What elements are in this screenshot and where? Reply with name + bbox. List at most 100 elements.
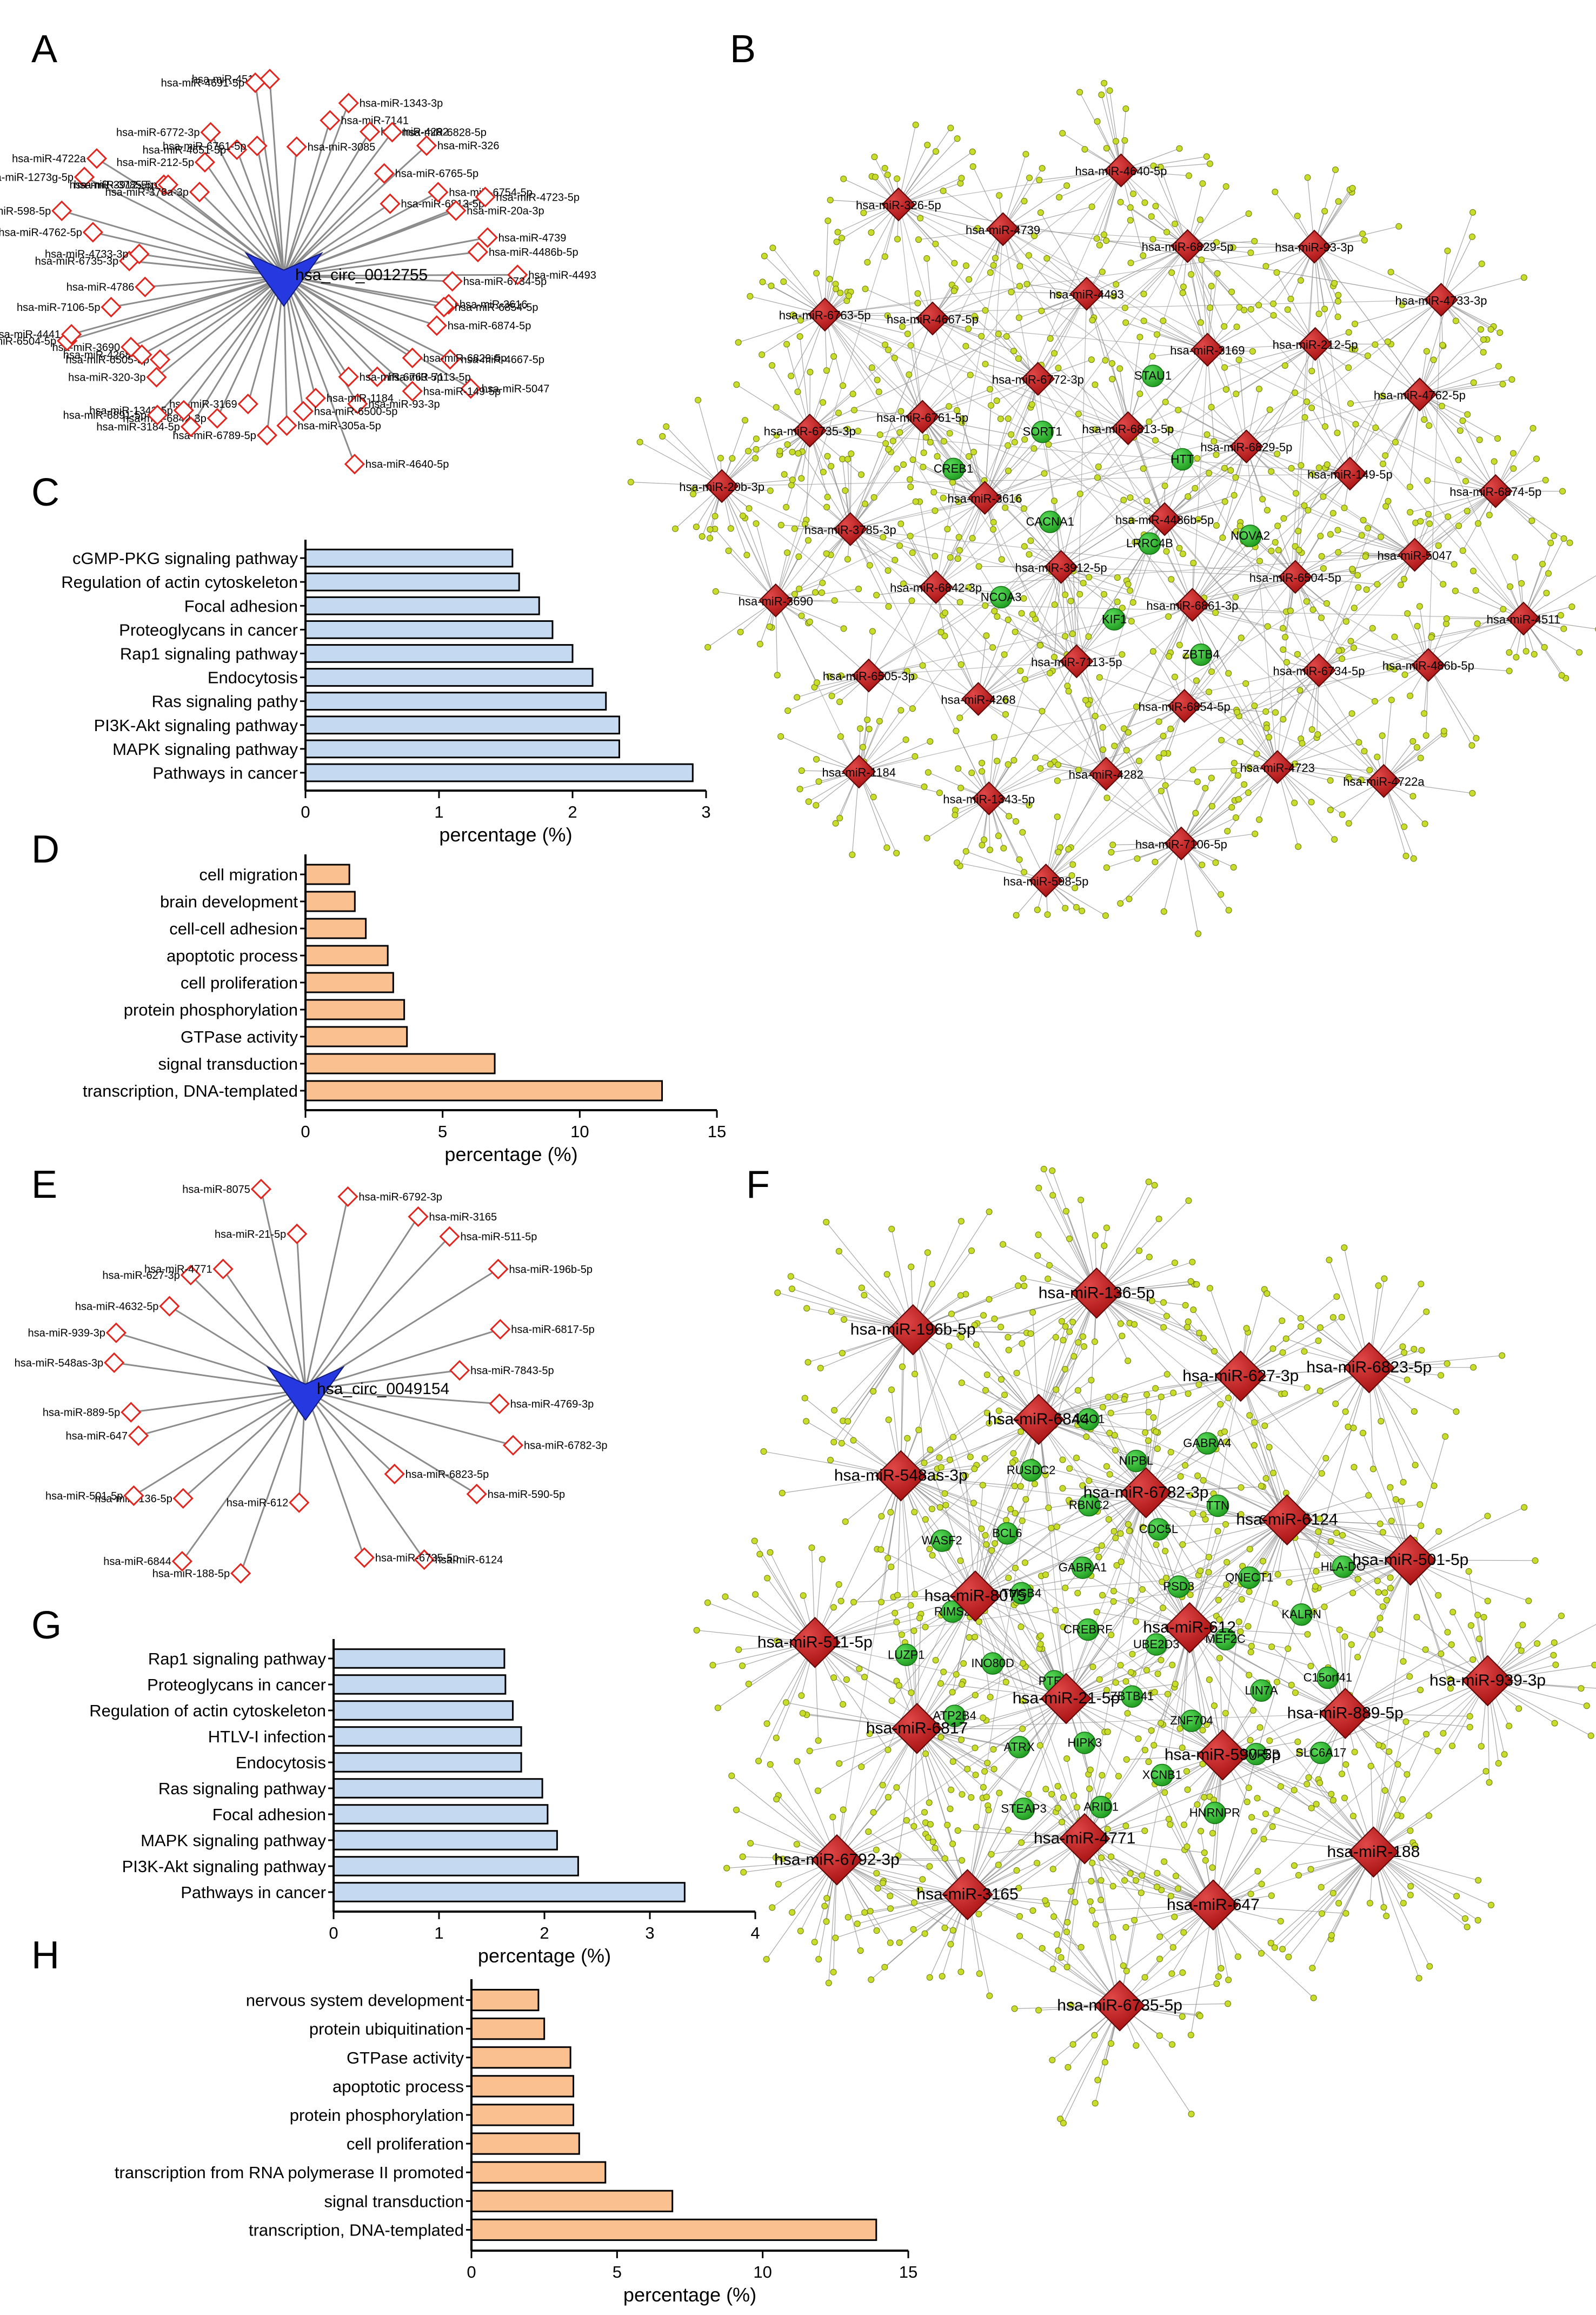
target-gene-node [839, 382, 846, 389]
target-gene-node [1297, 1315, 1304, 1322]
target-gene-node [1376, 1626, 1384, 1633]
target-gene-node [1105, 1394, 1112, 1401]
target-gene-node [1086, 1785, 1093, 1792]
target-gene-node [1190, 560, 1197, 567]
edge [824, 314, 908, 334]
target-gene-node [873, 1870, 880, 1877]
target-gene-node [1444, 1629, 1451, 1636]
target-gene-node [967, 1454, 974, 1461]
target-gene-node [1308, 726, 1315, 733]
gene-label: SLC6A17 [1295, 1746, 1346, 1759]
gene-label: UBE2D3 [1133, 1637, 1180, 1651]
target-gene-node [1423, 348, 1430, 355]
target-gene-node [972, 1744, 979, 1752]
target-gene-node [983, 632, 990, 639]
target-gene-node [693, 1627, 700, 1634]
edge [1312, 1852, 1374, 1968]
target-gene-node [1222, 386, 1229, 393]
target-gene-node [1102, 912, 1109, 919]
gene-label: HIPK3 [1067, 1736, 1102, 1749]
edge [839, 1728, 917, 1845]
target-gene-node [1199, 861, 1206, 868]
target-gene-node [1515, 1705, 1522, 1712]
mirna-hub-node [1333, 456, 1367, 491]
target-gene-node [1135, 758, 1142, 765]
target-gene-node [1414, 622, 1421, 629]
mirna-label: hsa-miR-4282 [1069, 768, 1143, 781]
edge [283, 251, 478, 277]
target-gene-node [1061, 1365, 1068, 1372]
target-gene-node [1114, 574, 1121, 581]
mirna-node [440, 349, 461, 370]
edge [283, 274, 518, 277]
target-gene-node [815, 778, 822, 785]
edge [935, 587, 993, 648]
edge [986, 1419, 1039, 1545]
mirna-label: hsa-miR-149-5p [1307, 468, 1393, 481]
target-gene-node [1375, 1742, 1382, 1749]
edge [1318, 394, 1420, 671]
edge [815, 1642, 1085, 1839]
mirna-label: hsa-miR-4723 [1240, 761, 1315, 774]
target-gene-node [1096, 674, 1103, 681]
mirna-label: hsa-miR-548as-3p [834, 1467, 968, 1484]
target-gene-node [1328, 1790, 1335, 1797]
target-gene-node [840, 1806, 847, 1813]
target-gene-node [899, 323, 906, 330]
edge [953, 1698, 1067, 1762]
target-gene-node [888, 1225, 895, 1232]
mirna-label: hsa-miR-6861-3p [1146, 599, 1238, 612]
target-gene-node [1500, 606, 1507, 613]
mirna-label: hsa-miR-4667-5p [887, 313, 979, 326]
edge [283, 275, 413, 359]
target-gene-node [1468, 233, 1475, 240]
target-gene-node [1029, 1907, 1036, 1914]
edge [1107, 798, 1182, 844]
target-gene-node [1466, 1723, 1473, 1730]
target-gene-node [755, 1757, 762, 1765]
target-gene-node [1262, 708, 1269, 715]
target-gene-node [1093, 1547, 1100, 1554]
edge [1115, 1537, 1190, 1628]
edge [988, 567, 1062, 799]
edge [836, 1859, 969, 1910]
target-gene-node [862, 286, 869, 293]
target-gene-node [1062, 591, 1069, 598]
edge [809, 246, 1188, 431]
target-gene-node [1020, 1697, 1027, 1704]
target-gene-node [1020, 595, 1027, 602]
target-gene-node [1132, 539, 1139, 546]
target-gene-node [1313, 1801, 1320, 1808]
target-gene-node [794, 694, 801, 701]
edge [305, 1369, 460, 1391]
target-gene-node [1045, 441, 1052, 448]
edge [1373, 1721, 1407, 1852]
target-gene-node [1522, 648, 1530, 655]
target-gene-node [1194, 778, 1201, 785]
edge [988, 764, 1059, 799]
target-gene-node [1388, 697, 1395, 704]
target-gene-node [991, 1315, 998, 1322]
target-gene-node [1501, 1751, 1508, 1758]
mirna-hub-node [875, 1450, 927, 1502]
target-gene-node [1141, 1974, 1148, 1981]
mirna-node [194, 151, 216, 173]
target-gene-node [893, 1618, 900, 1626]
edge [1246, 392, 1295, 447]
mirna-node [207, 408, 228, 429]
target-gene-node [954, 1827, 961, 1834]
edge [1384, 731, 1445, 781]
target-gene-node [870, 1388, 877, 1395]
edge [790, 1276, 913, 1330]
target-gene-node [1140, 317, 1147, 324]
x-tick-label: 1 [434, 802, 443, 821]
target-gene-node [1233, 528, 1240, 535]
mirna-hub-node [961, 682, 995, 716]
target-gene-node [855, 427, 862, 434]
target-gene-node [1486, 512, 1493, 519]
target-gene-node [1127, 494, 1134, 501]
target-gene-node [955, 765, 962, 772]
edge [772, 365, 810, 431]
target-gene-node [1136, 390, 1143, 397]
mirna-label: hsa-miR-6782-3p [1083, 1483, 1209, 1501]
